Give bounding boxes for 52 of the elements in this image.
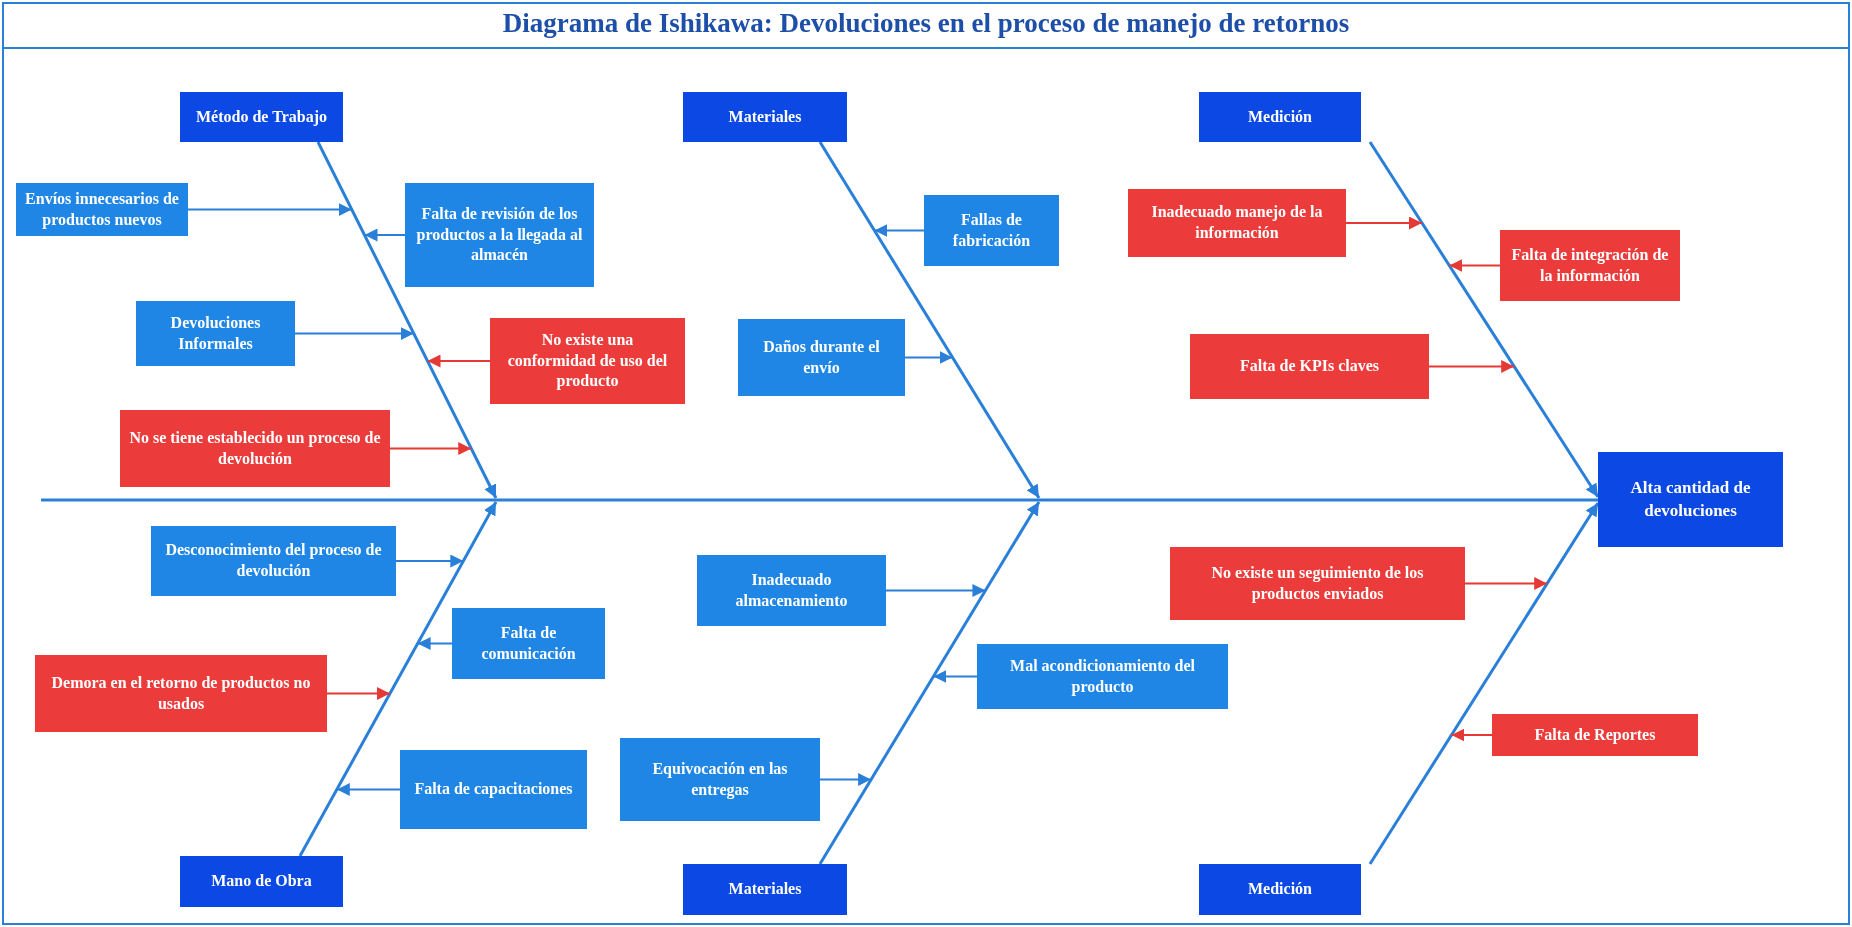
arrow [363,228,406,242]
arrow [1368,502,1600,865]
cause-box: Fallas de fabricación [924,195,1059,266]
arrow [932,670,978,683]
arrow [885,584,987,597]
arrow [1450,728,1493,742]
arrow [1368,141,1600,498]
arrow [389,442,473,455]
cause-box: Falta de integración de la información [1500,230,1680,301]
arrow [335,783,401,796]
arrow [298,501,498,857]
cause-box: Mal acondicionamiento del producto [977,644,1228,709]
arrow [1464,577,1549,590]
category-box: Mano de Obra [180,856,343,907]
cause-box: Falta de revisión de los productos a la llegada al almacén [405,183,594,287]
arrow [316,141,498,499]
cause-box: Falta de Reportes [1492,714,1698,756]
cause-box: Devoluciones Informales [136,301,295,366]
cause-box: Inadecuado manejo de la información [1128,189,1346,257]
category-box: Materiales [683,864,847,915]
arrow [818,501,1041,865]
category-box: Materiales [683,92,847,142]
arrow [1345,216,1423,230]
cause-box: Equivocación en las entregas [620,738,820,821]
arrow [416,637,453,650]
arrow [873,224,925,237]
effect-box: Alta cantidad de devoluciones [1598,452,1783,547]
arrow [187,203,353,216]
cause-box: Daños durante el envío [738,319,905,396]
cause-box: No existe un seguimiento de los productos enviados [1170,547,1465,620]
arrow [1428,360,1516,373]
title: Diagrama de Ishikawa: Devoluciones en el proceso de manejo de retornos [501,8,1351,39]
cause-box: Envíos innecesarios de productos nuevos [16,183,188,236]
arrow [1448,259,1501,272]
category-box: Medición [1199,864,1361,915]
arrow [426,354,491,368]
cause-box: Falta de capacitaciones [400,750,587,829]
arrow [326,687,391,700]
arrow [904,351,954,364]
category-box: Método de Trabajo [180,92,343,142]
cause-box: Demora en el retorno de productos no usados [35,655,327,732]
cause-box: Inadecuado almacenamiento [697,555,886,626]
cause-box: Desconocimiento del proceso de devolución [151,526,396,596]
arrow [395,554,465,568]
cause-box: Falta de comunicación [452,608,605,679]
arrow [819,773,872,786]
arrow [818,141,1041,499]
arrow [294,327,415,340]
cause-box: No se tiene establecido un proceso de devolución [120,410,390,487]
cause-box: No existe una conformidad de uso del producto [490,318,685,404]
cause-box: Falta de KPIs claves [1190,334,1429,399]
category-box: Medición [1199,92,1361,142]
